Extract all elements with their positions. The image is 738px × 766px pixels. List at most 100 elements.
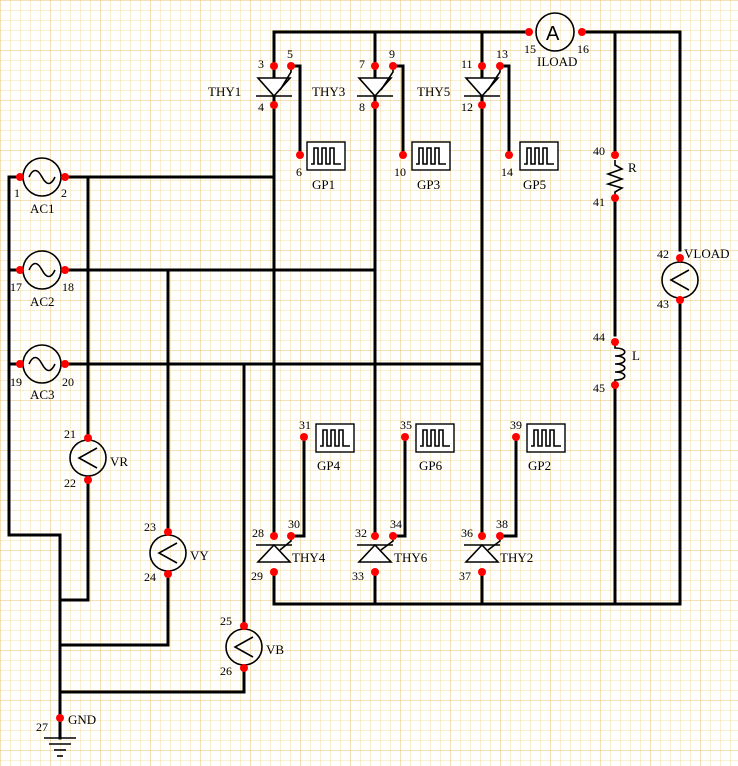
r-label: R xyxy=(628,160,637,175)
node-label-17: 17 xyxy=(10,280,22,294)
gp4-label: GP4 xyxy=(317,458,341,473)
vy-label: VY xyxy=(190,548,209,563)
node-label-5: 5 xyxy=(287,47,293,61)
node-42 xyxy=(676,254,684,262)
node-44 xyxy=(611,338,619,346)
node-39 xyxy=(512,433,520,441)
node-37 xyxy=(478,568,486,576)
voltmeter-vb[interactable]: VB xyxy=(225,628,284,666)
node-label-44: 44 xyxy=(593,330,605,344)
ground-gnd[interactable]: GND xyxy=(44,712,96,757)
gate-pulse-gp4[interactable]: GP4 xyxy=(315,423,355,473)
gp3-label: GP3 xyxy=(417,177,440,192)
node-label-35: 35 xyxy=(400,418,412,432)
node-4 xyxy=(270,101,278,109)
node-25 xyxy=(240,622,248,630)
thyristor-thy4[interactable]: THY4 xyxy=(256,536,326,565)
node-26 xyxy=(240,664,248,672)
node-15 xyxy=(525,28,533,36)
node-14 xyxy=(505,151,513,159)
gate-pulse-gp5[interactable]: GP5 xyxy=(519,141,559,192)
node-23 xyxy=(164,528,172,536)
node-label-25: 25 xyxy=(220,614,232,628)
node-16 xyxy=(578,28,586,36)
node-32 xyxy=(371,532,379,540)
vb-label: VB xyxy=(266,642,284,657)
node-label-7: 7 xyxy=(359,57,365,71)
node-28 xyxy=(270,532,278,540)
node-label-27: 27 xyxy=(36,720,48,734)
node-label-28: 28 xyxy=(252,526,264,540)
node-31 xyxy=(300,433,308,441)
node-21 xyxy=(84,434,92,442)
node-13 xyxy=(496,62,504,70)
l-label: L xyxy=(632,348,640,363)
thyristor-thy5[interactable]: THY5 xyxy=(417,66,501,99)
node-40 xyxy=(611,151,619,159)
node-27 xyxy=(56,714,64,722)
ac3-label: AC3 xyxy=(30,387,55,402)
node-label-6: 6 xyxy=(296,165,302,179)
node-33 xyxy=(371,568,379,576)
thyristor-thy1[interactable]: THY1 xyxy=(208,66,292,99)
gate-pulse-gp2[interactable]: GP2 xyxy=(526,423,566,473)
node-label-29: 29 xyxy=(251,569,263,583)
node-34 xyxy=(389,532,397,540)
node-label-10: 10 xyxy=(394,165,406,179)
node-10 xyxy=(399,151,407,159)
node-label-12: 12 xyxy=(461,100,473,114)
wires xyxy=(7,30,682,720)
node-8 xyxy=(371,101,379,109)
ac2-label: AC2 xyxy=(30,294,55,309)
node-label-11: 11 xyxy=(461,57,473,71)
node-label-39: 39 xyxy=(510,418,522,432)
node-30 xyxy=(287,532,295,540)
inductor-l[interactable]: L xyxy=(614,342,640,385)
gp1-label: GP1 xyxy=(312,177,335,192)
node-label-19: 19 xyxy=(10,375,22,389)
node-label-23: 23 xyxy=(144,520,156,534)
node-35 xyxy=(401,433,409,441)
node-36 xyxy=(478,532,486,540)
node-6 xyxy=(296,151,304,159)
node-43 xyxy=(676,296,684,304)
node-20 xyxy=(61,360,69,368)
gate-pulse-gp1[interactable]: GP1 xyxy=(306,141,346,192)
node-11 xyxy=(478,62,486,70)
node-22 xyxy=(84,476,92,484)
node-9 xyxy=(389,62,397,70)
node-29 xyxy=(270,568,278,576)
node-label-20: 20 xyxy=(62,375,74,389)
node-1 xyxy=(16,173,24,181)
node-label-43: 43 xyxy=(657,297,669,311)
gp2-label: GP2 xyxy=(528,458,551,473)
node-label-36: 36 xyxy=(461,526,473,540)
ammeter-iload[interactable]: A ILOAD xyxy=(535,12,577,69)
node-label-24: 24 xyxy=(144,570,156,584)
node-label-22: 22 xyxy=(64,476,76,490)
node-label-1: 1 xyxy=(14,186,20,200)
node-24 xyxy=(164,570,172,578)
node-label-34: 34 xyxy=(390,517,402,531)
gate-pulse-gp3[interactable]: GP3 xyxy=(411,141,451,192)
resistor-r[interactable]: R xyxy=(605,160,637,196)
node-45 xyxy=(611,381,619,389)
node-label-16: 16 xyxy=(577,42,589,56)
node-label-2: 2 xyxy=(61,186,67,200)
node-12 xyxy=(478,101,486,109)
node-label-30: 30 xyxy=(288,517,300,531)
thy2-label: THY2 xyxy=(500,550,533,565)
thyristor-thy3[interactable]: THY3 xyxy=(312,66,394,99)
thyristor-thy6[interactable]: THY6 xyxy=(357,536,428,565)
node-label-40: 40 xyxy=(593,144,605,158)
node-label-14: 14 xyxy=(501,165,513,179)
node-label-8: 8 xyxy=(359,100,365,114)
node-label-31: 31 xyxy=(299,418,311,432)
node-label-3: 3 xyxy=(258,57,264,71)
nodes: 1 2 17 18 19 20 21 22 23 24 25 26 27 3 5… xyxy=(10,28,684,734)
node-label-26: 26 xyxy=(220,664,232,678)
node-label-45: 45 xyxy=(593,381,605,395)
gate-pulse-gp6[interactable]: GP6 xyxy=(415,423,455,473)
node-5 xyxy=(287,62,295,70)
